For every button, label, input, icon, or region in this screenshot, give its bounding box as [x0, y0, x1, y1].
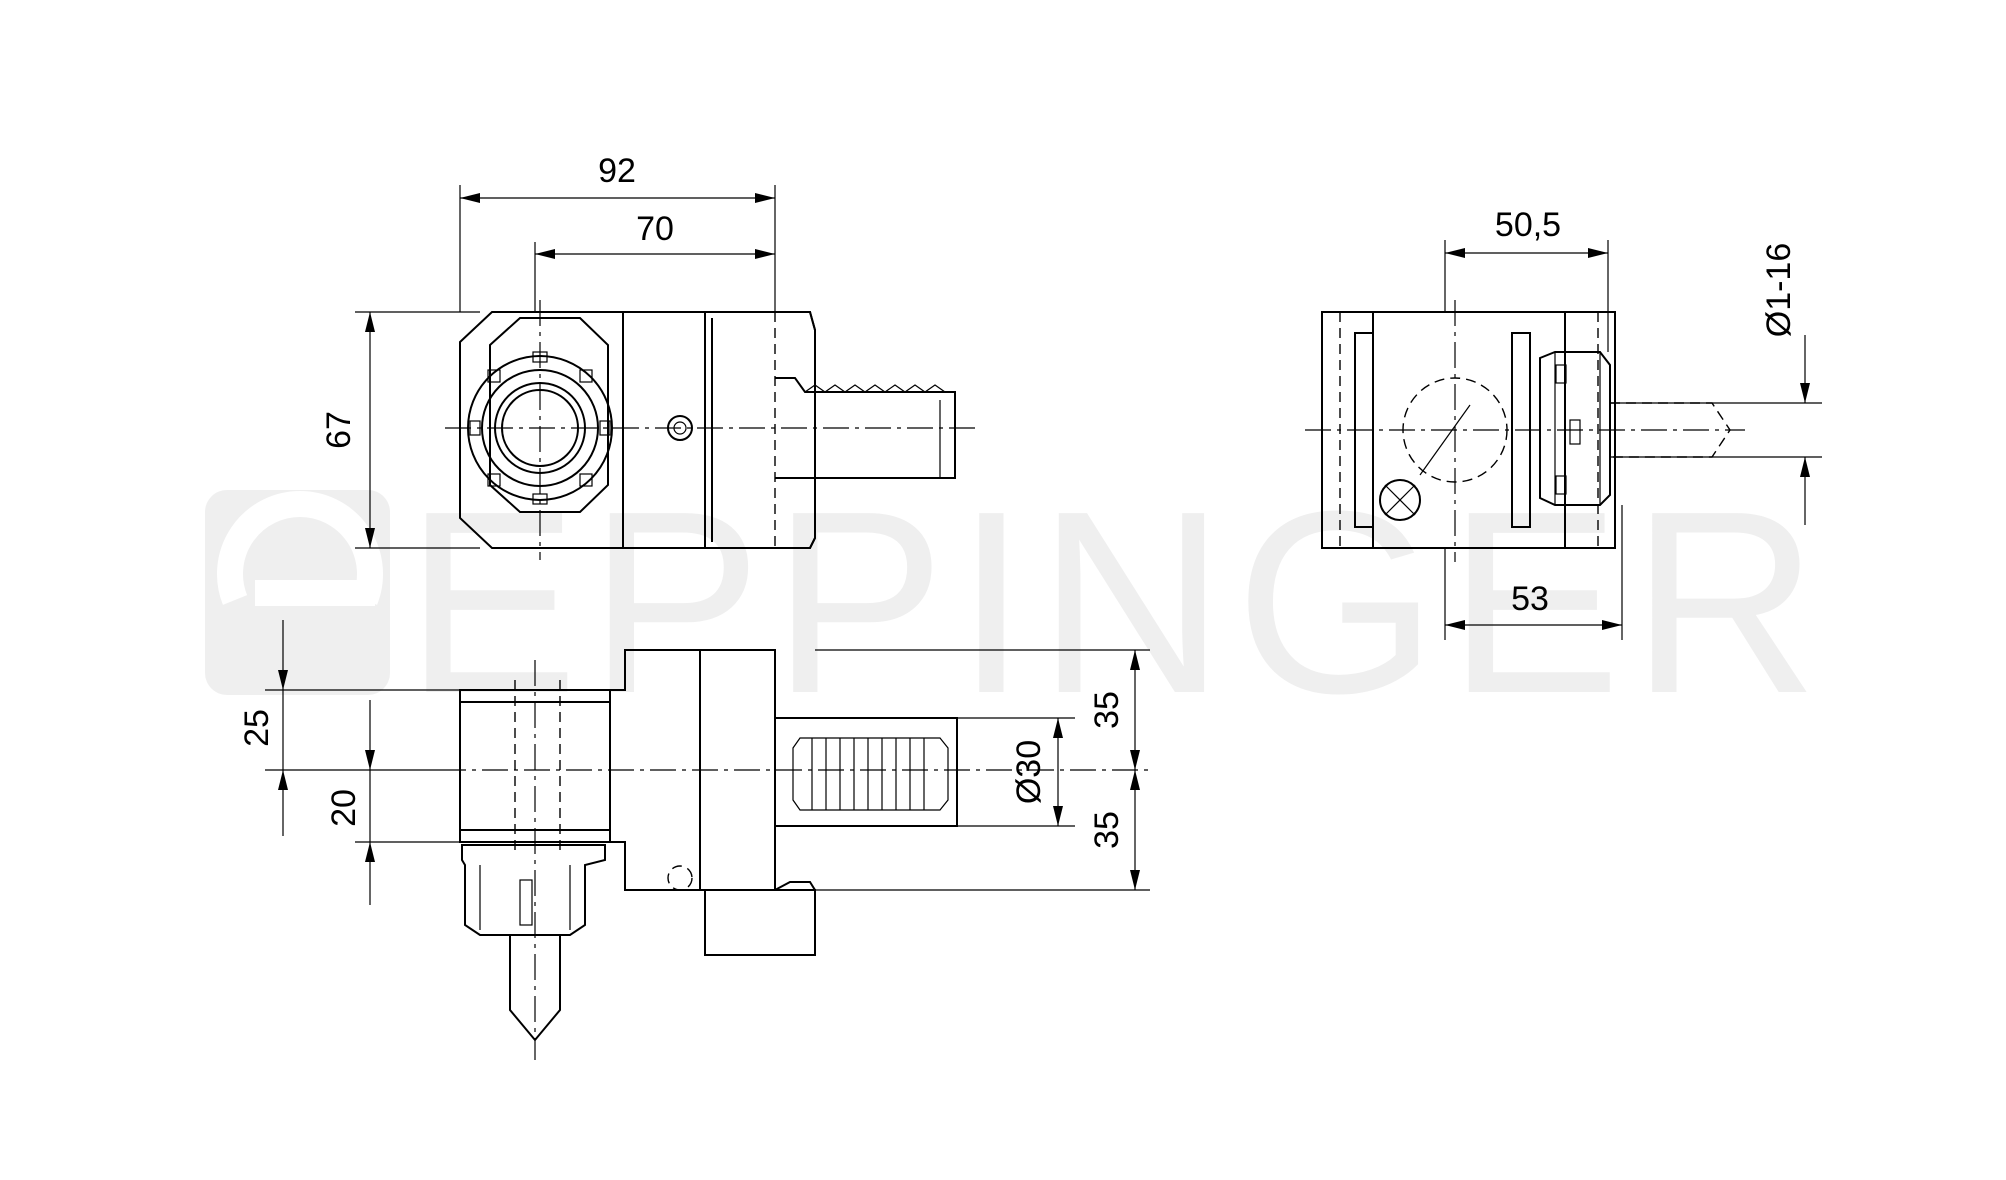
bottom-view [440, 649, 1150, 1060]
dim-53: 53 [1511, 580, 1549, 618]
watermark: EPPINGER [205, 458, 1829, 748]
side-dims [1444, 240, 1822, 640]
watermark-text: EPPINGER [405, 458, 1829, 748]
dim-50-5: 50,5 [1495, 206, 1561, 244]
bottom-dims [265, 620, 1150, 905]
dim-diameter-30: Ø30 [1010, 740, 1048, 804]
dim-collet-range: Ø1-16 [1760, 243, 1798, 338]
front-dims [355, 185, 776, 549]
eppinger-logo-icon [205, 490, 390, 695]
dim-67: 67 [320, 411, 358, 449]
dim-35-lower: 35 [1088, 811, 1126, 849]
dim-70: 70 [636, 210, 674, 248]
dim-35-upper: 35 [1088, 691, 1126, 729]
dim-25: 25 [238, 709, 276, 747]
front-view [445, 300, 975, 560]
dim-20: 20 [325, 789, 363, 827]
side-view [1305, 300, 1745, 562]
dim-92: 92 [598, 152, 636, 190]
